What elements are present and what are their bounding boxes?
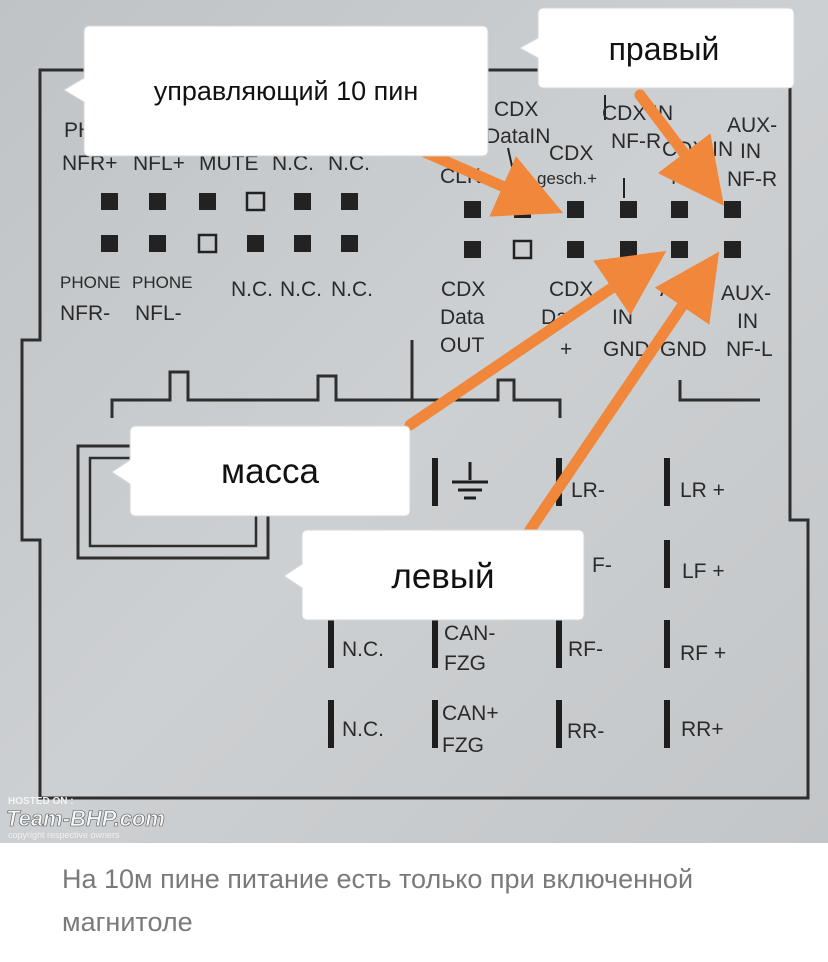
panel-divider-right <box>678 380 760 402</box>
callout-control-text: управляющий 10 пин <box>154 76 419 106</box>
label-in-gnd-1: IN <box>612 306 633 329</box>
arrow-right <box>634 89 724 206</box>
label-nc-2: N.C. <box>342 718 384 741</box>
watermark-copyright: copyright respective owners <box>8 830 120 840</box>
arrow-ground <box>404 250 667 431</box>
annotation-arrows <box>404 89 724 536</box>
label-rf-minus: RF- <box>568 638 603 661</box>
label-phone-2: PHONE <box>132 273 192 292</box>
label-rf-plus: RF + <box>680 642 726 665</box>
label-aux-nfr-1: AUX- <box>727 114 777 137</box>
label-in-gnd-2: GND <box>603 338 650 361</box>
callout-right: правый <box>518 7 795 89</box>
callout-left-text: левый <box>391 557 494 596</box>
label-aux-nfl-1: AUX- <box>721 282 771 305</box>
label-nfr-minus: NFR- <box>60 302 110 325</box>
label-data-out-2: Data <box>440 306 485 329</box>
label-nc-1: N.C. <box>342 638 384 661</box>
label-aux-gnd-2: GND <box>660 338 707 361</box>
callout-control: управляющий 10 пин <box>63 25 489 157</box>
label-lr-minus: LR- <box>571 479 605 502</box>
label-nc-top-2: N.C. <box>328 152 370 175</box>
label-lf-plus: LF + <box>682 560 725 583</box>
label-lr-plus: LR + <box>680 479 725 502</box>
label-nfl-minus: NFL- <box>135 302 182 325</box>
label-nc-bottom-3: N.C. <box>331 278 373 301</box>
label-rr-minus: RR- <box>567 720 604 743</box>
label-phone-1: PHONE <box>60 273 120 292</box>
label-cdx-datain-1: CDX <box>494 98 538 121</box>
image-caption: На 10м пине питание есть только при вклю… <box>62 864 694 937</box>
callout-left: левый <box>283 529 585 621</box>
label-plus: + <box>560 338 572 361</box>
label-can-minus-1: CAN- <box>444 622 495 645</box>
label-rr-plus: RR+ <box>681 718 724 741</box>
left-pin-grid <box>101 191 358 254</box>
panel-frame <box>20 68 810 800</box>
label-data-out-3: OUT <box>440 334 485 357</box>
label-nc-bottom-2: N.C. <box>280 278 322 301</box>
watermark: HOSTED ON : Team-BHP.com copyright respe… <box>6 796 166 840</box>
watermark-hosted: HOSTED ON : <box>8 796 74 807</box>
label-nc-top-1: N.C. <box>272 152 314 175</box>
label-cdx-2: CDX <box>549 278 593 301</box>
label-aux-nfl-2: IN <box>737 310 758 333</box>
label-cdx-in-nfr-2: NF-R <box>611 130 661 153</box>
label-can-plus-2: FZG <box>442 734 484 757</box>
label-aux-nfr-2: IN <box>740 140 761 163</box>
label-aux-nfl-3: NF-L <box>726 338 773 361</box>
callout-right-text: правый <box>609 31 720 67</box>
label-can-minus-2: FZG <box>444 652 486 675</box>
panel-divider <box>110 370 562 418</box>
label-cdx-datain-2: DataIN <box>485 125 550 148</box>
watermark-brand: Team-BHP.com <box>6 806 165 831</box>
callout-ground-text: масса <box>221 452 320 491</box>
label-nc-bottom-1: N.C. <box>231 278 273 301</box>
label-lf-minus: F- <box>592 554 612 577</box>
label-cdx-gesch-2: gesch.+ <box>537 169 597 188</box>
connector-photo: PH NFR+ NFL+ MUTE N.C. N.C. PHONE PHONE … <box>0 0 828 843</box>
callout-ground: масса <box>111 425 411 517</box>
ground-symbol-icon <box>452 462 488 500</box>
label-nfl-plus: NFL+ <box>133 152 185 175</box>
arrow-left <box>524 251 720 536</box>
label-can-plus-1: CAN+ <box>442 702 499 725</box>
label-nfr-plus: NFR+ <box>62 152 117 175</box>
label-mute: MUTE <box>199 152 259 175</box>
label-aux-nfr-3: NF-R <box>727 168 777 191</box>
label-data-out-1: CDX <box>441 278 485 301</box>
label-cdx-gesch-1: CDX <box>549 142 593 165</box>
arrow-control <box>414 144 564 217</box>
